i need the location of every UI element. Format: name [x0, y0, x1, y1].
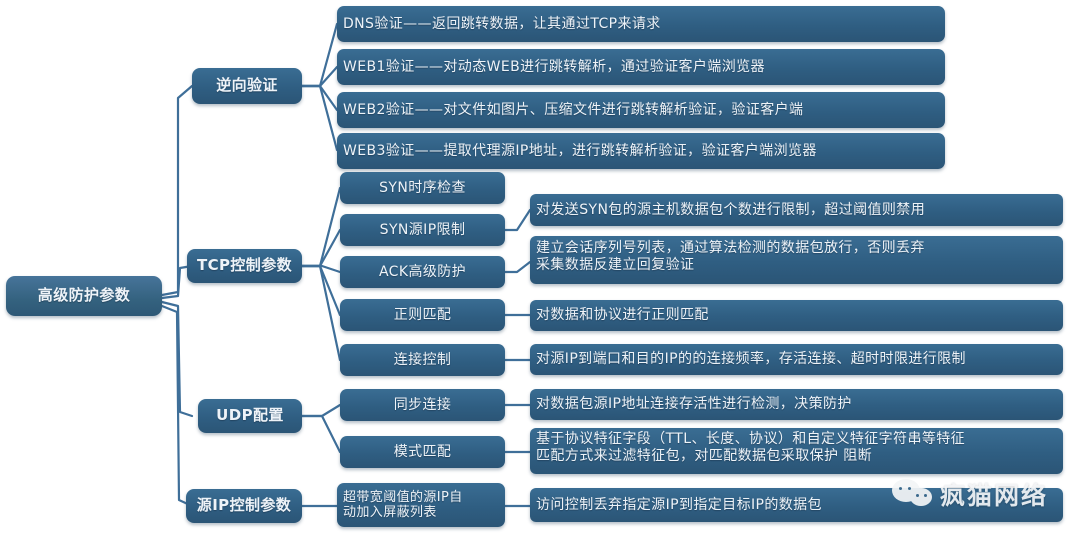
leaf-dns-auth[interactable]: DNS验证——返回跳转数据，让其通过TCP来请求 [337, 6, 945, 42]
leaf-label-dns-auth: DNS验证——返回跳转数据，让其通过TCP来请求 [343, 15, 661, 32]
desc-regex-match[interactable]: 对数据和协议进行正则匹配 [530, 300, 1063, 331]
branch-node-source-ip-control[interactable]: 源IP控制参数 [186, 489, 302, 523]
edge-tcp-syn-ip [300, 228, 342, 268]
leaf-label-connection-control: 连接控制 [393, 351, 452, 368]
leaf-label-regex-match: 正则匹配 [393, 306, 452, 323]
desc-label-syn-source-ip-limit: 对发送SYN包的源主机数据包个数进行限制，超过阈值则禁用 [536, 201, 926, 218]
branch-node-reverse-auth[interactable]: 逆向验证 [192, 68, 302, 104]
leaf-pattern-match[interactable]: 模式匹配 [340, 436, 505, 468]
desc-label-ack-advanced-protection: 建立会话序列号列表，通过算法检测的数据包放行，否则丢弃 采集数据反建立回复验证 [536, 240, 925, 273]
leaf-label-syn-order-check: SYN时序检查 [379, 179, 466, 196]
desc-label-pattern-match: 基于协议特征字段（TTL、长度、协议）和自定义特征字符串等特征 匹配方式来过滤特… [536, 431, 966, 464]
branch-label-reverse-auth: 逆向验证 [216, 76, 278, 95]
desc-label-sync-connection: 对数据包源IP地址连接存活性进行检测，决策防护 [536, 396, 852, 413]
desc-ack-advanced-protection[interactable]: 建立会话序列号列表，通过算法检测的数据包放行，否则丢弃 采集数据反建立回复验证 [530, 236, 1063, 284]
edge-tcp-syn-order [300, 186, 342, 268]
branch-label-tcp-control: TCP控制参数 [196, 256, 293, 275]
desc-label-regex-match: 对数据和协议进行正则匹配 [536, 307, 709, 324]
edge-desc-syn-ip [503, 208, 532, 232]
edge-reverse-web3 [300, 84, 339, 152]
root-node[interactable]: 高级防护参数 [6, 276, 162, 316]
edge-reverse-web1 [300, 65, 339, 88]
edge-reverse-dns [300, 22, 339, 88]
desc-label-connection-control: 对源IP到端口和目的IP的的连接频率，存活连接、超时时限进行限制 [536, 351, 966, 368]
edge-reverse-web2 [300, 84, 339, 112]
leaf-sync-connection[interactable]: 同步连接 [340, 389, 505, 421]
leaf-label-web3-auth: WEB3验证——提取代理源IP地址，进行跳转解析验证，验证客户端浏览器 [343, 142, 817, 159]
branch-node-tcp-control[interactable]: TCP控制参数 [187, 249, 302, 283]
leaf-syn-source-ip-limit[interactable]: SYN源IP限制 [340, 214, 505, 246]
branch-label-udp-config: UDP配置 [216, 406, 284, 425]
leaf-web2-auth[interactable]: WEB2验证——对文件如图片、压缩文件进行跳转解析验证，验证客户端 [337, 92, 945, 128]
edge-udp-mode [300, 414, 342, 454]
leaf-label-web1-auth: WEB1验证——对动态WEB进行跳转解析，通过验证客户端浏览器 [343, 58, 765, 75]
edge-udp-sync [300, 403, 342, 418]
leaf-web3-auth[interactable]: WEB3验证——提取代理源IP地址，进行跳转解析验证，验证客户端浏览器 [337, 133, 945, 169]
desc-label-source-ip-access-control: 访问控制丢弃指定源IP到指定目标IP的数据包 [536, 496, 822, 513]
root-node-label: 高级防护参数 [37, 286, 131, 305]
edge-tcp-ack [300, 264, 342, 274]
leaf-regex-match[interactable]: 正则匹配 [340, 299, 505, 331]
leaf-label-bandwidth-threshold-block: 超带宽阈值的源IP自 动加入屏蔽列表 [343, 489, 463, 520]
edge-desc-ack [503, 260, 532, 274]
desc-connection-control[interactable]: 对源IP到端口和目的IP的的连接频率，存活连接、超时时限进行限制 [530, 344, 1063, 375]
leaf-label-sync-connection: 同步连接 [393, 396, 452, 413]
leaf-connection-control[interactable]: 连接控制 [340, 344, 505, 376]
leaf-ack-advanced-protection[interactable]: ACK高级防护 [340, 256, 505, 288]
desc-syn-source-ip-limit[interactable]: 对发送SYN包的源主机数据包个数进行限制，超过阈值则禁用 [530, 194, 1063, 226]
leaf-label-web2-auth: WEB2验证——对文件如图片、压缩文件进行跳转解析验证，验证客户端 [343, 101, 804, 118]
edge-root-udp [160, 300, 194, 418]
leaf-label-pattern-match: 模式匹配 [393, 443, 452, 460]
leaf-label-ack-advanced-protection: ACK高级防护 [378, 263, 467, 280]
leaf-bandwidth-threshold-block[interactable]: 超带宽阈值的源IP自 动加入屏蔽列表 [337, 483, 505, 527]
desc-pattern-match[interactable]: 基于协议特征字段（TTL、长度、协议）和自定义特征字符串等特征 匹配方式来过滤特… [530, 428, 1063, 474]
leaf-syn-order-check[interactable]: SYN时序检查 [340, 172, 505, 204]
leaf-web1-auth[interactable]: WEB1验证——对动态WEB进行跳转解析，通过验证客户端浏览器 [337, 49, 945, 85]
edge-tcp-regex [300, 264, 342, 317]
branch-label-source-ip-control: 源IP控制参数 [196, 496, 292, 515]
leaf-label-syn-source-ip-limit: SYN源IP限制 [379, 221, 466, 238]
desc-source-ip-access-control[interactable]: 访问控制丢弃指定源IP到指定目标IP的数据包 [530, 488, 1063, 522]
desc-sync-connection[interactable]: 对数据包源IP地址连接存活性进行检测，决策防护 [530, 389, 1063, 420]
edge-tcp-conn [300, 264, 342, 362]
branch-node-udp-config[interactable]: UDP配置 [198, 399, 302, 433]
edge-root-srcip [160, 304, 194, 508]
